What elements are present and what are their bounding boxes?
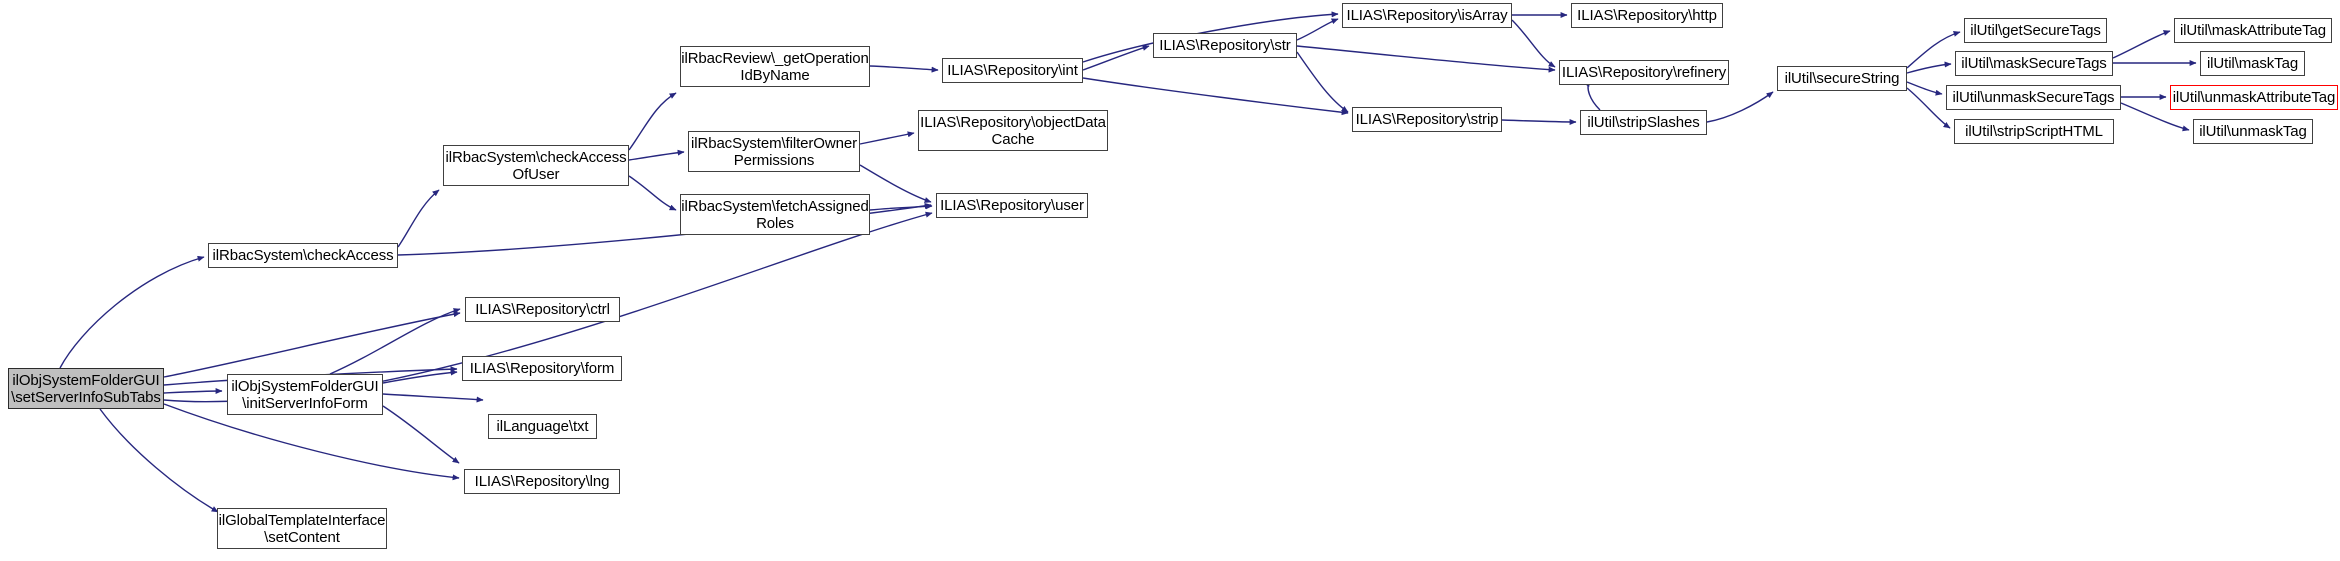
graph-node-maskSecureTags[interactable]: ilUtil\maskSecureTags [1955,51,2113,76]
call-edge [1082,45,1150,71]
call-edge [869,65,939,73]
call-edge [1706,91,1774,123]
graph-node-repoInt[interactable]: ILIAS\Repository\int [942,58,1083,83]
call-edge [628,92,677,151]
call-edge [1296,18,1339,41]
graph-node-filterOwner[interactable]: ilRbacSystem\filterOwner Permissions [688,131,860,172]
graph-node-unmaskSecureTags[interactable]: ilUtil\unmaskSecureTags [1946,85,2121,110]
graph-node-getSecureTags[interactable]: ilUtil\getSecureTags [1964,18,2107,43]
call-edge [163,311,461,378]
call-edge [1082,77,1349,116]
graph-node-setContent[interactable]: ilGlobalTemplateInterface \setContent [217,508,387,549]
graph-node-stripScriptHTML[interactable]: ilUtil\stripScriptHTML [1954,119,2114,144]
graph-node-unmaskAttributeTag[interactable]: ilUtil\unmaskAttributeTag [2170,85,2338,110]
graph-node-repoHttp[interactable]: ILIAS\Repository\http [1571,3,1723,28]
call-edge [382,405,460,464]
call-edge [397,189,440,248]
call-edge [859,164,932,203]
call-edge [2112,30,2171,59]
graph-node-repoStr[interactable]: ILIAS\Repository\str [1153,33,1297,58]
graph-node-root[interactable]: ilObjSystemFolderGUI \setServerInfoSubTa… [8,368,164,409]
graph-node-stripSlashes[interactable]: ilUtil\stripSlashes [1580,110,1707,135]
graph-node-maskAttributeTag[interactable]: ilUtil\maskAttributeTag [2174,18,2332,43]
graph-node-repoRefinery[interactable]: ILIAS\Repository\refinery [1559,60,1729,85]
graph-node-checkAccessOfUser[interactable]: ilRbacSystem\checkAccess OfUser [443,145,629,186]
call-edge [59,255,205,369]
graph-node-repoStrip[interactable]: ILIAS\Repository\strip [1352,107,1502,132]
call-edge [99,408,219,513]
graph-node-repoLng[interactable]: ILIAS\Repository\lng [464,469,620,494]
call-edge [1501,118,1577,125]
call-edge [1906,61,1952,74]
call-edge [1906,30,1961,69]
call-edge [628,175,677,211]
graph-node-repoUser[interactable]: ILIAS\Repository\user [936,193,1088,218]
call-edge [859,131,915,145]
call-edge [163,403,460,481]
call-edge [163,388,223,395]
graph-node-initServerInfoForm[interactable]: ilObjSystemFolderGUI \initServerInfoForm [227,374,383,415]
graph-node-fetchAssigned[interactable]: ilRbacSystem\fetchAssigned Roles [680,194,870,235]
call-edge [1511,19,1556,68]
graph-node-maskTag[interactable]: ilUtil\maskTag [2200,51,2305,76]
graph-node-repoCtrl[interactable]: ILIAS\Repository\ctrl [465,297,620,322]
graph-node-secureString[interactable]: ilUtil\secureString [1777,66,1907,91]
call-edge [869,203,933,211]
call-edge [1906,87,1951,129]
call-edge [382,393,484,403]
graph-node-langTxt[interactable]: ilLanguage\txt [488,414,597,439]
call-edge [329,308,461,375]
graph-node-checkAccess[interactable]: ilRbacSystem\checkAccess [208,243,398,268]
graph-node-unmaskTag[interactable]: ilUtil\unmaskTag [2193,119,2313,144]
call-edge [1296,51,1349,113]
graph-node-repoIsArray[interactable]: ILIAS\Repository\isArray [1342,3,1512,28]
call-edge [628,149,685,161]
graph-node-repoForm[interactable]: ILIAS\Repository\form [462,356,622,381]
call-edge [382,369,458,384]
graph-node-getOperationId[interactable]: ilRbacReview\_getOperation IdByName [680,46,870,87]
call-edge [1296,45,1556,73]
graph-node-objectDataCache[interactable]: ILIAS\Repository\objectData Cache [918,110,1108,151]
call-edge [1906,81,1943,96]
